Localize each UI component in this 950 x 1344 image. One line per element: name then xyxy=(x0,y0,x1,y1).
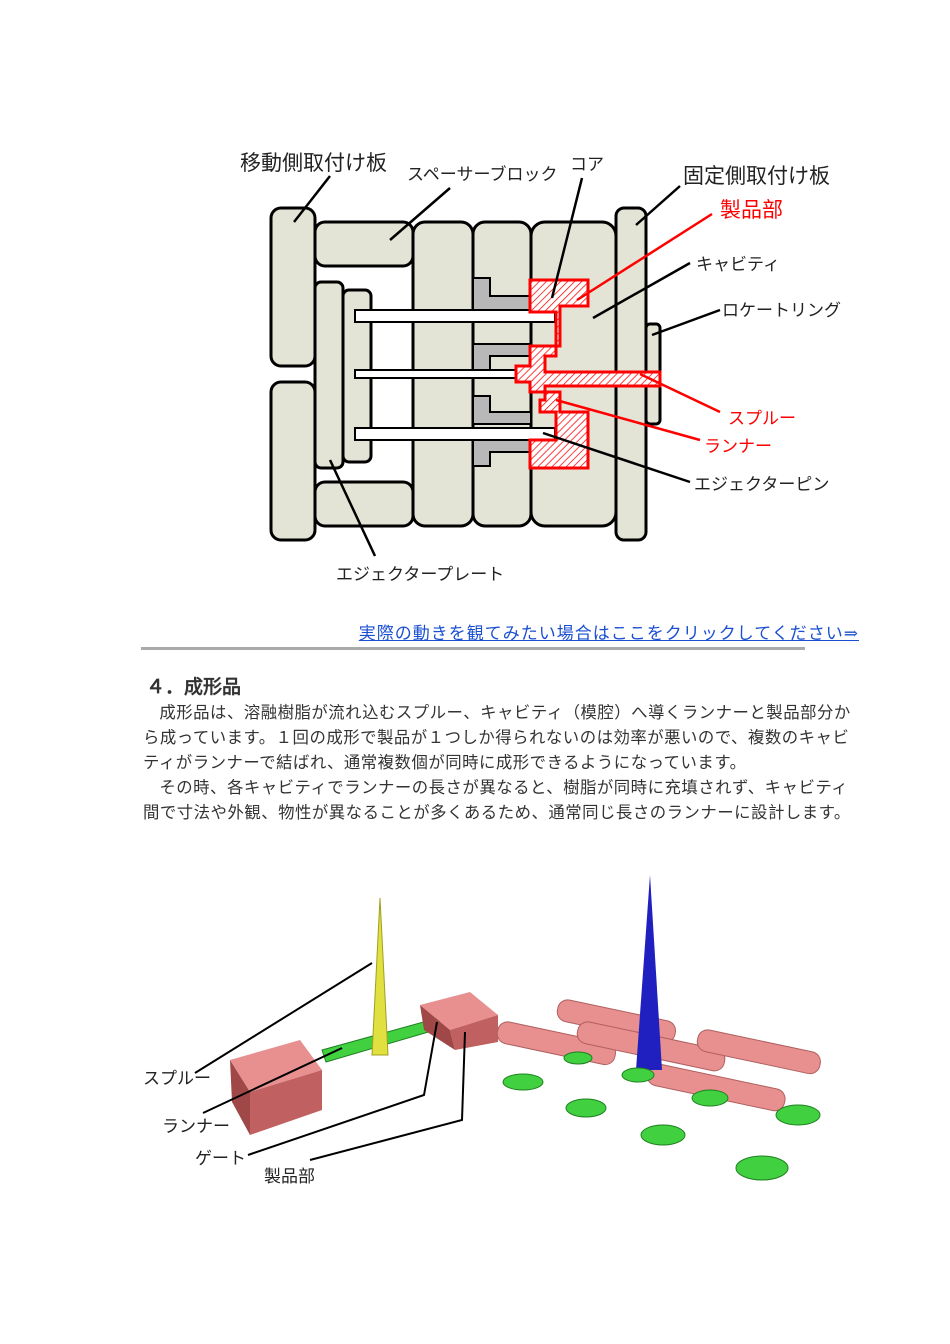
label-runner-3d: ランナー xyxy=(162,1117,230,1137)
moving-plate-bottom xyxy=(269,380,317,542)
ejector-pin-3 xyxy=(354,427,556,441)
ejector-pin-2 xyxy=(354,369,521,379)
label-ejector-plate: エジェクタープレート xyxy=(336,565,504,585)
label-fixed-plate: 固定側取付け板 xyxy=(683,164,830,188)
spacer-block-bottom xyxy=(313,480,415,528)
sprue-cone xyxy=(371,897,389,1056)
core-part-3 xyxy=(472,395,532,425)
label-spacer-block: スペーサーブロック xyxy=(407,164,557,185)
spacer-block-top xyxy=(313,220,415,268)
paragraph: 成形品は、溶融樹脂が流れ込むスプルー、キャビティ（模腔）へ導くランナーと製品部分… xyxy=(143,703,851,772)
section-body: 成形品は、溶融樹脂が流れ込むスプルー、キャビティ（模腔）へ導くランナーと製品部分… xyxy=(143,700,861,825)
mold-structure-diagram: 移動側取付け板 スペーサーブロック コア 固定側取付け板 製品部 キャビティ ロ… xyxy=(240,151,841,585)
label-ejector-pin: エジェクターピン xyxy=(694,475,829,495)
sprue-cone-blue xyxy=(636,875,662,1070)
moving-plate-top xyxy=(269,206,317,368)
label-core: コア xyxy=(570,155,604,175)
label-gate-3d: ゲート xyxy=(195,1149,246,1169)
single-product xyxy=(230,1040,322,1135)
ejector-plate xyxy=(313,280,345,470)
label-product: 製品部 xyxy=(720,198,783,222)
product-runner-sprue-section xyxy=(514,278,662,470)
label-runner: ランナー xyxy=(704,437,772,457)
paragraph: その時、各キャビティでランナーの長さが異なると、樹脂が同時に充填されず、キャビテ… xyxy=(143,778,851,822)
label-moving-plate: 移動側取付け板 xyxy=(240,151,387,175)
section-heading: ４．成形品 xyxy=(146,676,242,698)
label-locate-ring: ロケートリング xyxy=(722,301,841,321)
divider xyxy=(141,647,805,650)
label-product-3d: 製品部 xyxy=(264,1167,315,1187)
ejector-pin-1 xyxy=(354,309,556,323)
label-sprue: スプルー xyxy=(728,409,796,429)
watch-animation-link[interactable]: 実際の動きを観てみたい場合はここをクリックしてください⇒ xyxy=(358,624,859,644)
label-sprue-3d: スプルー xyxy=(143,1069,211,1089)
single-product-2 xyxy=(420,992,498,1050)
products-cylinders xyxy=(502,1051,821,1181)
molded-part-illustration: スプルー ランナー ゲート 製品部 xyxy=(143,875,821,1187)
label-cavity: キャビティ xyxy=(696,255,780,275)
